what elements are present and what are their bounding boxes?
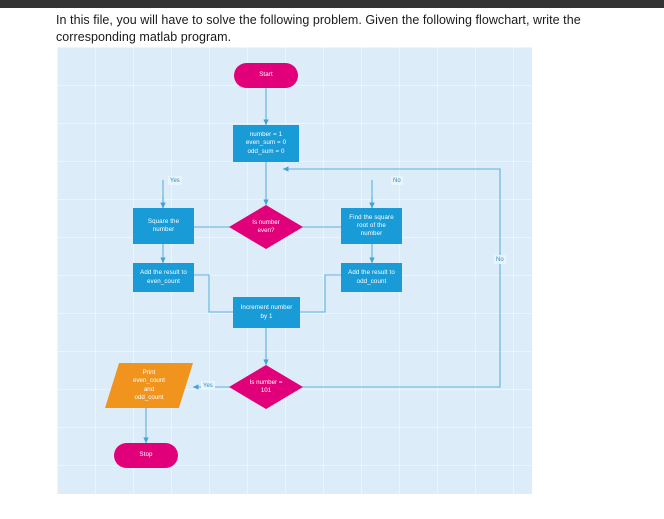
node-is-number-even-label: Is number even?	[252, 218, 280, 234]
edge-is101-no-loopback	[282, 166, 501, 388]
node-find-square-root[interactable]: Find the square root of the number	[341, 208, 402, 244]
node-square-the-number[interactable]: Square the number	[133, 208, 194, 244]
page-title: In this file, you will have to solve the…	[56, 13, 581, 44]
node-stop-label: Stop	[139, 451, 153, 459]
edge-label-even-no: No	[391, 176, 403, 185]
node-stop[interactable]: Stop	[114, 443, 178, 468]
node-add-result-even-count[interactable]: Add the result to even_count	[133, 263, 194, 292]
node-print-counts-label: Print even_count and odd_count	[133, 369, 165, 401]
node-is-number-101-label: Is number = 101	[249, 378, 283, 394]
node-add-result-even-count-label: Add the result to even_count	[140, 269, 187, 285]
node-start[interactable]: Start	[234, 63, 298, 88]
node-start-label: Start	[259, 71, 273, 79]
node-init-label: number = 1 even_sum = 0 odd_sum = 0	[245, 131, 287, 155]
node-square-the-number-label: Square the number	[147, 217, 180, 233]
edge-label-done-yes: Yes	[201, 381, 215, 390]
node-init[interactable]: number = 1 even_sum = 0 odd_sum = 0	[233, 125, 299, 162]
node-increment-number[interactable]: Increment number by 1	[233, 297, 300, 328]
node-find-square-root-label: Find the square root of the number	[349, 213, 394, 238]
top-black-bar	[0, 0, 664, 8]
node-add-result-odd-count-label: Add the result to odd_count	[348, 269, 395, 285]
edge-label-even-yes: Yes	[168, 176, 182, 185]
connector-layer	[143, 88, 501, 444]
node-add-result-odd-count[interactable]: Add the result to odd_count	[341, 263, 402, 292]
parallelogram-shape-print	[105, 363, 193, 408]
node-print-counts[interactable]: Print even_count and odd_count	[105, 363, 193, 408]
edge-label-loop-no: No	[494, 255, 506, 264]
node-is-number-101[interactable]: Is number = 101	[229, 365, 303, 409]
node-increment-number-label: Increment number by 1	[240, 304, 293, 320]
node-is-number-even[interactable]: Is number even?	[229, 205, 303, 249]
flowchart-canvas: Start number = 1 even_sum = 0 odd_sum = …	[57, 47, 532, 494]
